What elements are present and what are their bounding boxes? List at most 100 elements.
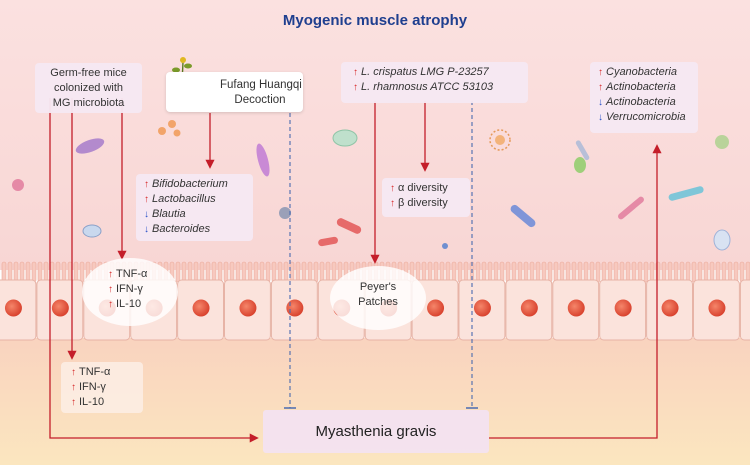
peyers-patches-oval: [330, 266, 426, 330]
item-label: IL-10: [79, 396, 105, 408]
cell-nucleus: [520, 299, 538, 317]
lamina-cytokines-box: ↑TNF-α↑IFN-γ↑IL-10: [61, 362, 143, 413]
arrow-up-icon: ↑: [108, 269, 113, 280]
epithelial-cytokines-oval: [82, 258, 178, 326]
microbe: [442, 243, 448, 249]
list-item: ↑Lactobacillus: [144, 192, 253, 207]
microbe: [336, 218, 362, 234]
microbe: [173, 129, 181, 137]
item-label: IFN-γ: [79, 381, 106, 393]
microbe: [332, 129, 358, 147]
microbe: [713, 229, 731, 251]
microbe: [279, 207, 291, 219]
cell-nucleus: [4, 299, 22, 317]
microbe: [12, 179, 24, 191]
arrow-up-icon: ↑: [108, 299, 113, 310]
arrow-down-icon: ↓: [598, 97, 603, 108]
microbe: [489, 129, 511, 151]
item-label: IL-10: [116, 298, 142, 310]
list-item: ↓Bacteroides: [144, 222, 253, 237]
microbe: [715, 135, 729, 149]
list-item: ↑IFN-γ: [108, 282, 147, 297]
arrow-up-icon: ↑: [353, 82, 358, 93]
fufang-line-2: Decoction: [234, 94, 286, 106]
cell-nucleus: [286, 299, 304, 317]
list-item: ↑Bifidobacterium: [144, 177, 253, 192]
list-item: ↑TNF-α: [108, 267, 147, 282]
list-item: ↑L. crispatus LMG P-23257: [353, 65, 528, 80]
list-item: ↓Blautia: [144, 207, 253, 222]
microbe: [318, 236, 338, 247]
arrow-up-icon: ↑: [71, 397, 76, 408]
cell-nucleus: [473, 299, 491, 317]
arrow-down-icon: ↓: [598, 112, 603, 123]
item-label: Cyanobacteria: [606, 66, 677, 78]
peyers-line-2: Patches: [358, 296, 398, 308]
list-item: ↑IL-10: [108, 297, 147, 312]
cell-nucleus: [239, 299, 257, 317]
item-label: Actinobacteria: [606, 96, 676, 108]
cell-nucleus: [661, 299, 679, 317]
germ-free-line-3: MG microbiota: [52, 97, 125, 109]
microbes: [12, 120, 731, 251]
epithelial-cell: [739, 279, 750, 341]
list-item: ↑Actinobacteria: [598, 80, 698, 95]
list-item: ↑IL-10: [71, 395, 143, 410]
figure-title: Myogenic muscle atrophy: [282, 12, 468, 29]
item-label: TNF-α: [116, 268, 148, 280]
arrow-up-icon: ↑: [353, 67, 358, 78]
germ-free-mice-box: Germ-free mice colonized with MG microbi…: [35, 63, 142, 113]
microbe: [575, 140, 590, 161]
microbe: [168, 120, 176, 128]
item-label: α diversity: [398, 182, 448, 194]
microbe: [75, 138, 105, 154]
microbe: [668, 186, 704, 201]
cell-nucleus: [51, 299, 69, 317]
arrow-up-icon: ↑: [598, 67, 603, 78]
arrow-up-icon: ↑: [144, 194, 149, 205]
list-item: ↓Verrucomicrobia: [598, 110, 698, 125]
arrow-up-icon: ↑: [144, 179, 149, 190]
item-label: IFN-γ: [116, 283, 143, 295]
peyers-patches-label: Peyer's Patches: [330, 280, 426, 310]
microbe: [158, 127, 166, 135]
item-label: Bifidobacterium: [152, 178, 228, 190]
germ-free-line-2: colonized with: [53, 82, 124, 94]
fufang-huangqi-box: Fufang Huangqi Decoction: [166, 72, 303, 112]
item-label: TNF-α: [79, 366, 111, 378]
cell-nucleus: [567, 299, 585, 317]
arrow-up-icon: ↑: [108, 284, 113, 295]
microbe: [256, 143, 270, 177]
fufang-line-1: Fufang Huangqi: [220, 79, 302, 91]
cell-nucleus: [192, 299, 210, 317]
microbe: [82, 224, 102, 238]
item-label: Bacteroides: [152, 223, 211, 235]
arrow-up-icon: ↑: [390, 183, 395, 194]
microbe: [510, 204, 536, 228]
microbe: [574, 157, 586, 173]
list-item: ↑TNF-α: [71, 365, 143, 380]
microbe: [618, 196, 644, 220]
arrow-germfree-to-mg: [49, 98, 259, 443]
epithelial-cytokines: ↑TNF-α↑IFN-γ↑IL-10: [108, 267, 147, 312]
arrow-down-icon: ↓: [144, 209, 149, 220]
connectors: [49, 98, 662, 443]
myasthenia-gravis-box: Myasthenia gravis: [263, 410, 489, 453]
item-label: L. crispatus LMG P-23257: [361, 66, 489, 78]
arrow-down-icon: ↓: [144, 224, 149, 235]
mg-microbiota-box: ↑Cyanobacteria↑Actinobacteria↓Actinobact…: [590, 62, 698, 133]
list-item: ↓Actinobacteria: [598, 95, 698, 110]
item-label: Actinobacteria: [606, 81, 676, 93]
item-label: Blautia: [152, 208, 186, 220]
germ-free-line-1: Germ-free mice: [50, 67, 127, 79]
list-item: ↑α diversity: [390, 181, 470, 196]
list-item: ↑L. rhamnosus ATCC 53103: [353, 80, 528, 95]
arrow-up-icon: ↑: [71, 382, 76, 393]
fufang-bacteria-box: ↑Bifidobacterium↑Lactobacillus↓Blautia↓B…: [136, 174, 253, 241]
item-label: Lactobacillus: [152, 193, 216, 205]
microbe: [495, 135, 505, 145]
list-item: ↑β diversity: [390, 196, 470, 211]
item-label: β diversity: [398, 197, 448, 209]
cell-nucleus: [708, 299, 726, 317]
